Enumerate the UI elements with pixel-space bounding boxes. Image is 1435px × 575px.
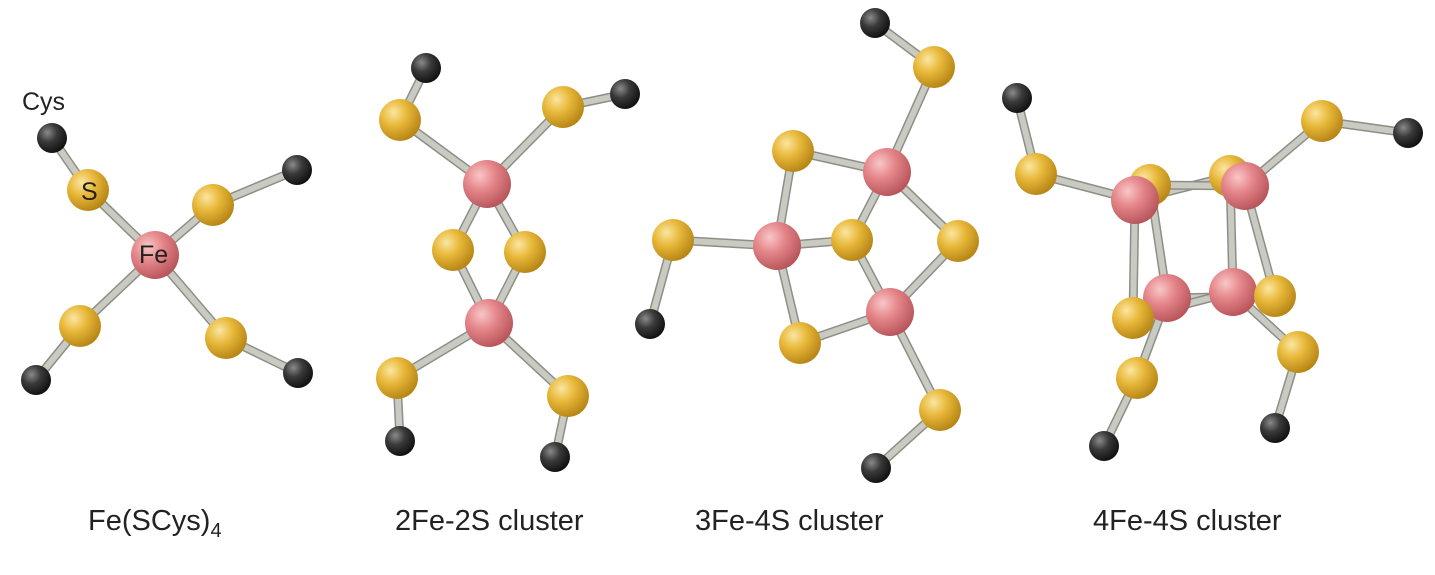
iron-atom xyxy=(863,148,911,196)
sulfur-atom xyxy=(59,305,101,347)
carbon-atom xyxy=(610,79,640,109)
carbon-atom xyxy=(1260,413,1290,443)
iron-atom xyxy=(1209,268,1257,316)
carbon-atom xyxy=(21,365,51,395)
sulfur-atom xyxy=(652,219,694,261)
carbon-atom xyxy=(1002,83,1032,113)
atom-label-layer: Cys S Fe xyxy=(22,88,168,269)
iron-atom xyxy=(465,299,513,347)
molecule-fe-scys4-atoms xyxy=(21,123,313,395)
sulfur-atom xyxy=(504,231,546,273)
iron-atom xyxy=(866,288,914,336)
sulfur-atom xyxy=(772,130,814,172)
iron-atom xyxy=(1221,162,1269,210)
sulfur-label: S xyxy=(81,178,98,206)
atom-layer xyxy=(21,8,1423,483)
carbon-atom xyxy=(860,8,890,38)
sulfur-atom xyxy=(547,375,589,417)
molecule-4fe-4s-bonds xyxy=(1012,93,1413,451)
sulfur-atom xyxy=(1254,275,1296,317)
caption-fe-scys4-main: Fe(SCys) xyxy=(88,505,211,537)
caption-fe-scys4: Fe(SCys)4 xyxy=(88,505,222,543)
sulfur-atom xyxy=(205,317,247,359)
carbon-atom xyxy=(635,309,665,339)
molecule-4fe-4s-atoms xyxy=(1002,83,1423,461)
cys-label: Cys xyxy=(22,88,65,116)
carbon-atom xyxy=(37,123,67,153)
sulfur-atom xyxy=(1015,153,1057,195)
carbon-atom xyxy=(385,426,415,456)
carbon-atom xyxy=(861,453,891,483)
bond-layer xyxy=(31,18,1413,473)
sulfur-atom xyxy=(432,229,474,271)
caption-3fe-4s: 3Fe-4S cluster xyxy=(695,505,884,537)
sulfur-atom xyxy=(67,169,109,211)
sulfur-atom xyxy=(1301,100,1343,142)
sulfur-atom xyxy=(192,184,234,226)
sulfur-atom xyxy=(937,220,979,262)
molecule-2fe-2s-atoms xyxy=(376,53,640,472)
iron-label: Fe xyxy=(139,241,168,269)
iron-atom xyxy=(463,160,511,208)
caption-2fe-2s: 2Fe-2S cluster xyxy=(395,505,584,537)
iron-atom xyxy=(131,231,179,279)
carbon-atom xyxy=(1089,431,1119,461)
caption-4fe-4s: 4Fe-4S cluster xyxy=(1093,505,1282,537)
sulfur-atom xyxy=(1116,357,1158,399)
iron-atom xyxy=(1143,274,1191,322)
carbon-atom xyxy=(1393,118,1423,148)
sulfur-atom xyxy=(542,86,584,128)
sulfur-atom xyxy=(1112,297,1154,339)
sulfur-atom xyxy=(919,389,961,431)
carbon-atom xyxy=(540,442,570,472)
carbon-atom xyxy=(282,155,312,185)
sulfur-atom xyxy=(376,357,418,399)
sulfur-atom xyxy=(913,46,955,88)
sulfur-atom xyxy=(831,219,873,261)
sulfur-atom xyxy=(779,322,821,364)
caption-fe-scys4-subscript: 4 xyxy=(210,519,222,542)
iron-atom xyxy=(753,222,801,270)
molecule-3fe-4s-atoms xyxy=(635,8,979,483)
iron-atom xyxy=(1111,176,1159,224)
carbon-atom xyxy=(411,53,441,83)
carbon-atom xyxy=(283,358,313,388)
molecule-3fe-4s-bonds xyxy=(645,18,963,473)
sulfur-atom xyxy=(379,99,421,141)
sulfur-atom xyxy=(1277,331,1319,373)
